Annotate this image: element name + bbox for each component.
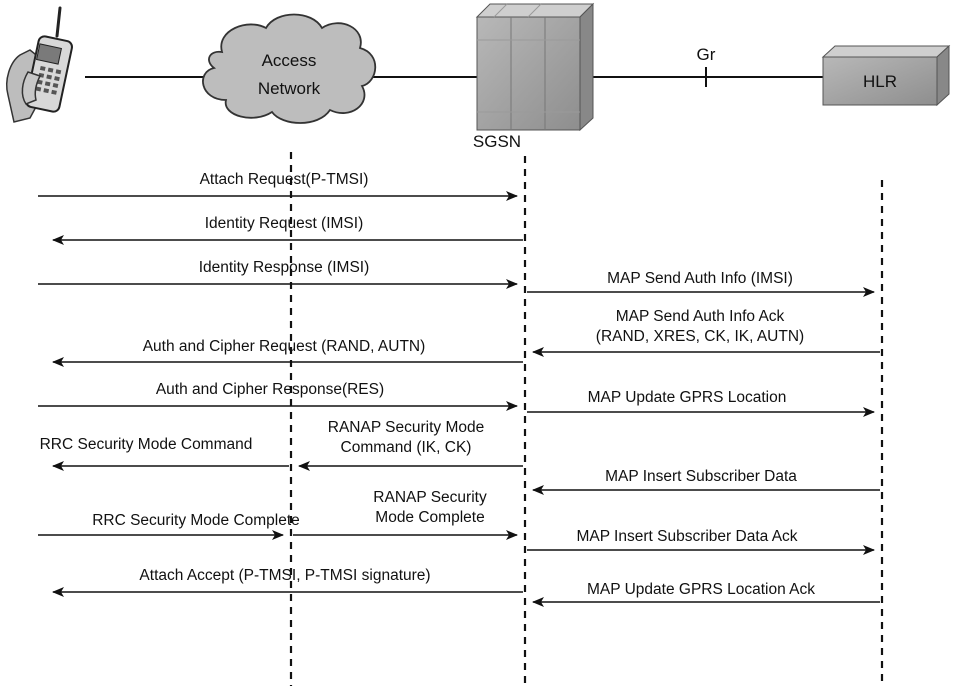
attach-accept-label: Attach Accept (P-TMSI, P-TMSI signature) [139,567,430,584]
ranap-security-mode-complete-label-line2: Mode Complete [375,509,484,526]
access-network-label-line2: Network [258,79,321,98]
access-network-label-line1: Access [262,51,317,70]
identity-response-label: Identity Response (IMSI) [199,259,370,276]
hlr-node-icon [821,44,951,107]
attach-request-label: Attach Request(P-TMSI) [200,171,369,188]
map-update-gprs-location-ack-label: MAP Update GPRS Location Ack [587,581,815,598]
map-send-auth-info-label: MAP Send Auth Info (IMSI) [607,270,793,287]
hlr-label: HLR [863,72,897,91]
identity-request-label: Identity Request (IMSI) [205,215,364,232]
rrc-security-mode-command-label: RRC Security Mode Command [40,436,253,453]
ranap-security-mode-command-label-line1: RANAP Security Mode [328,419,485,436]
ranap-security-mode-complete-label-line1: RANAP Security [373,489,487,506]
access-network-cloud-icon [202,13,377,124]
sgsn-label: SGSN [473,132,521,151]
auth-cipher-request-label: Auth and Cipher Request (RAND, AUTN) [143,338,426,355]
map-insert-subscriber-data-label: MAP Insert Subscriber Data [605,468,797,485]
map-send-auth-info-ack-label-line1: MAP Send Auth Info Ack [616,308,785,325]
message-group: Attach Request(P-TMSI) Identity Request (… [38,171,880,607]
map-send-auth-info-ack-label-line2: (RAND, XRES, CK, IK, AUTN) [596,328,804,345]
sgsn-node-icon [475,2,595,132]
map-update-gprs-location-label: MAP Update GPRS Location [588,389,787,406]
auth-cipher-response-label: Auth and Cipher Response(RES) [156,381,384,398]
mobile-station-icon [6,6,73,123]
gr-interface-label: Gr [697,45,716,64]
rrc-security-mode-complete-label: RRC Security Mode Complete [92,512,300,529]
map-insert-subscriber-data-ack-label: MAP Insert Subscriber Data Ack [576,528,797,545]
ranap-security-mode-command-label-line2: Command (IK, CK) [341,439,472,456]
